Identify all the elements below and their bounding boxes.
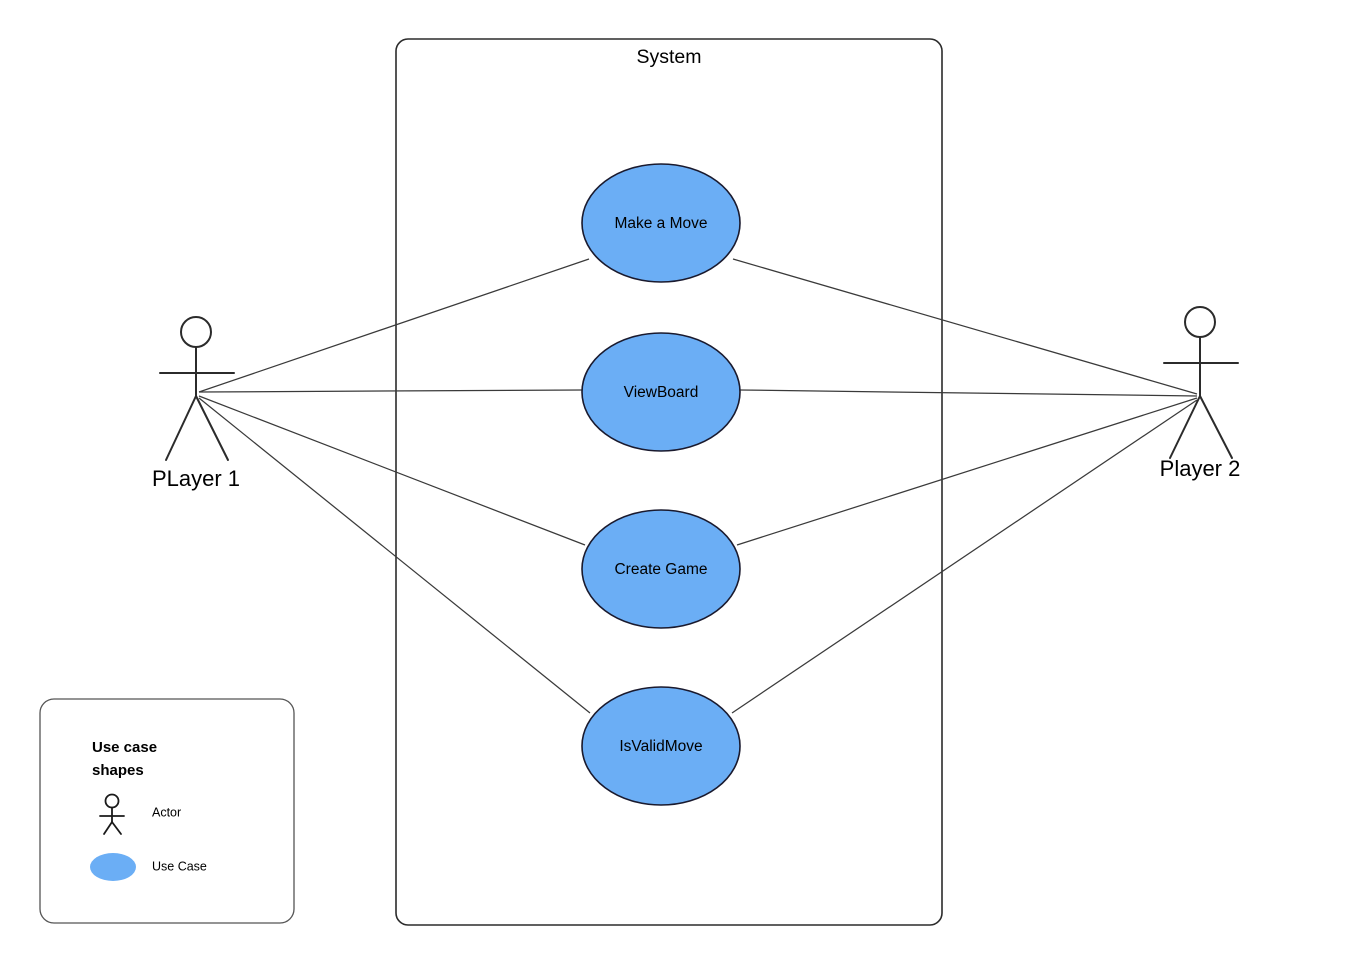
actor-label-player-2: Player 2 xyxy=(1160,456,1241,481)
actor-player-2[interactable]: Player 2 xyxy=(1160,306,1241,481)
association-lines-layer xyxy=(198,258,1198,714)
use-case-make-a-move[interactable]: Make a Move xyxy=(581,163,741,283)
actor-player-1[interactable]: PLayer 1 xyxy=(152,316,240,491)
use-case-create-game[interactable]: Create Game xyxy=(581,509,741,629)
system-boundary-title: System xyxy=(636,46,701,68)
use-case-label-create-game: Create Game xyxy=(614,561,707,578)
legend-actor-leg-right xyxy=(111,821,122,835)
actor-leg-right-player-1 xyxy=(195,395,229,461)
legend-actor-icon xyxy=(99,793,125,835)
actor-head-icon-player-1 xyxy=(180,316,212,348)
actor-leg-right-player-2 xyxy=(1199,395,1233,459)
system-boundary-rect[interactable] xyxy=(395,38,943,926)
association-line-p2-make-a-move[interactable] xyxy=(732,258,1198,395)
legend-actor-leg-left xyxy=(103,821,113,835)
use-case-ellipse-create-game[interactable] xyxy=(581,509,741,629)
use-case-ellipse-make-a-move[interactable] xyxy=(581,163,741,283)
legend[interactable]: Use case shapes Actor Use Case xyxy=(39,698,295,924)
actor-leg-left-player-2 xyxy=(1169,395,1201,459)
legend-item-label-use-case: Use Case xyxy=(152,859,207,873)
legend-item-label-actor: Actor xyxy=(152,805,181,819)
association-line-p2-view-board[interactable] xyxy=(739,389,1198,397)
use-case-label-is-valid-move: IsValidMove xyxy=(619,738,702,755)
legend-use-case-icon xyxy=(90,853,136,881)
use-case-label-view-board: ViewBoard xyxy=(624,384,699,401)
actors-layer: PLayer 1 Player 2 xyxy=(152,306,1241,491)
use-case-ellipse-is-valid-move[interactable] xyxy=(581,686,741,806)
association-line-p2-is-valid-move[interactable] xyxy=(731,399,1198,714)
use-case-label-make-a-move: Make a Move xyxy=(614,215,707,232)
use-case-is-valid-move[interactable]: IsValidMove xyxy=(581,686,741,806)
use-case-ellipse-view-board[interactable] xyxy=(581,332,741,452)
actor-head-icon-player-2 xyxy=(1184,306,1216,338)
legend-title-line-2: shapes xyxy=(92,762,144,779)
association-line-p1-is-valid-move[interactable] xyxy=(198,397,591,714)
association-line-p1-view-board[interactable] xyxy=(198,389,583,393)
system-boundary[interactable]: System xyxy=(395,38,943,926)
association-line-p1-create-game[interactable] xyxy=(198,395,586,546)
legend-title-line-1: Use case xyxy=(92,739,157,756)
actor-leg-left-player-1 xyxy=(165,395,197,461)
use-case-view-board[interactable]: ViewBoard xyxy=(581,332,741,452)
actor-label-player-1: PLayer 1 xyxy=(152,466,240,491)
association-line-p2-create-game[interactable] xyxy=(736,397,1198,546)
association-line-p1-make-a-move[interactable] xyxy=(198,258,590,393)
